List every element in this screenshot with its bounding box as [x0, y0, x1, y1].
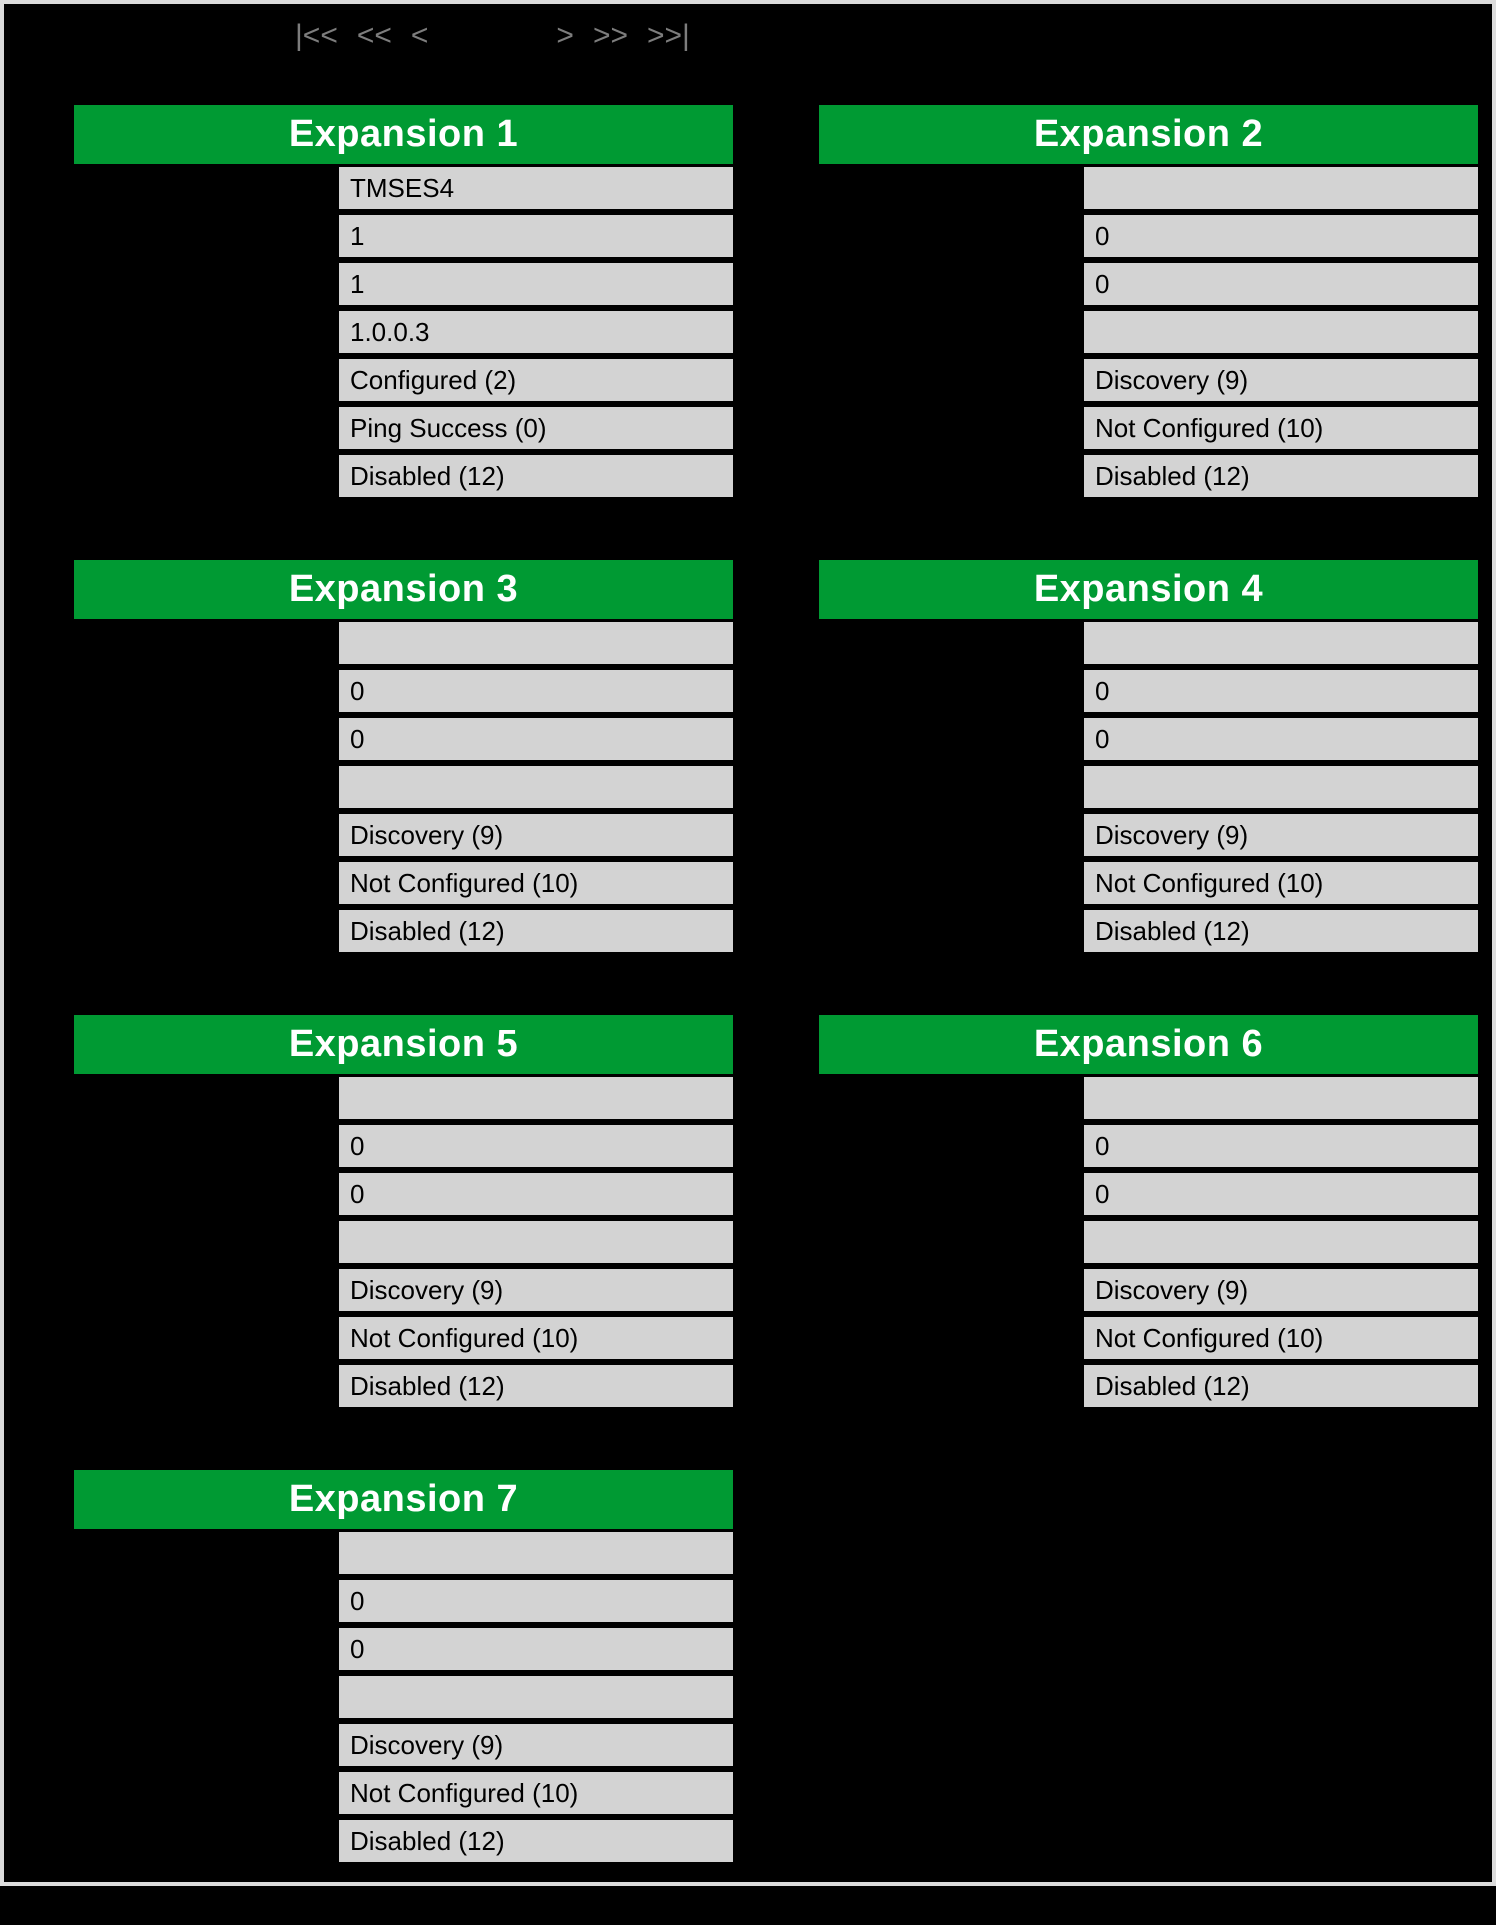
panel-header: Expansion 1 [74, 105, 733, 164]
panel-row-value: 0 [1084, 1125, 1478, 1167]
panel-row-value: Discovery (9) [1084, 1269, 1478, 1311]
pagination-controls: |<< << < > >> >>| [295, 18, 690, 54]
panel-row-value: Not Configured (10) [339, 862, 733, 904]
panel-row-value: 1 [339, 215, 733, 257]
panel-title: Expansion 2 [1033, 113, 1264, 155]
panel-row-value: Disabled (12) [339, 455, 733, 497]
panel-row-value: 1 [339, 263, 733, 305]
panel-row-value: TMSES4 [339, 167, 733, 209]
panel-row-value [339, 1077, 733, 1119]
panel-row-value: Configured (2) [339, 359, 733, 401]
next-page-button[interactable]: > [556, 19, 574, 52]
panel-header: Expansion 5 [74, 1015, 733, 1074]
panel-row-value: 0 [339, 670, 733, 712]
panel-title: Expansion 7 [288, 1478, 519, 1520]
panel-row-value [339, 1221, 733, 1263]
panel-row-value: Discovery (9) [339, 1724, 733, 1766]
panel-row-value: Disabled (12) [1084, 455, 1478, 497]
fast-prev-page-button[interactable]: << [356, 19, 392, 52]
expansion-status-page: { "pager": { "first_label": "|<<", "fast… [0, 0, 1496, 1886]
first-page-button[interactable]: |<< [295, 19, 338, 52]
panel-row-value: 0 [1084, 263, 1478, 305]
panel-row-value [339, 766, 733, 808]
panel-row-value [1084, 622, 1478, 664]
panel-row-value: 0 [339, 1173, 733, 1215]
panel-row-value: 1.0.0.3 [339, 311, 733, 353]
fast-next-page-button[interactable]: >> [592, 19, 628, 52]
panel-header: Expansion 7 [74, 1470, 733, 1529]
panel-header: Expansion 2 [819, 105, 1478, 164]
panel-row-value [1084, 766, 1478, 808]
panel-row-value: Disabled (12) [339, 1365, 733, 1407]
panel-row-value: 0 [339, 1580, 733, 1622]
panel-row-value: Ping Success (0) [339, 407, 733, 449]
last-page-button[interactable]: >>| [647, 19, 690, 52]
panel-row-value [339, 1532, 733, 1574]
panel-header: Expansion 4 [819, 560, 1478, 619]
panel-row-value [1084, 311, 1478, 353]
panel-row-value: 0 [1084, 718, 1478, 760]
panel-title: Expansion 3 [288, 568, 519, 610]
panel-row-value: Discovery (9) [339, 814, 733, 856]
panel-row-value [339, 1676, 733, 1718]
panel-header: Expansion 3 [74, 560, 733, 619]
panel-row-value: Discovery (9) [1084, 814, 1478, 856]
panel-title: Expansion 5 [288, 1023, 519, 1065]
panel-row-value: Not Configured (10) [339, 1317, 733, 1359]
panel-title: Expansion 6 [1033, 1023, 1264, 1065]
panel-row-value: Discovery (9) [1084, 359, 1478, 401]
panel-row-value: Disabled (12) [1084, 910, 1478, 952]
panel-row-value [1084, 1077, 1478, 1119]
panel-row-value: 0 [1084, 215, 1478, 257]
panel-row-value: 0 [339, 1125, 733, 1167]
panel-row-value: Disabled (12) [339, 910, 733, 952]
panel-row-value: 0 [339, 1628, 733, 1670]
panel-row-value [1084, 1221, 1478, 1263]
panel-row-value: 0 [339, 718, 733, 760]
panel-row-value: Disabled (12) [339, 1820, 733, 1862]
panel-row-value: 0 [1084, 1173, 1478, 1215]
panel-row-value [339, 622, 733, 664]
prev-page-button[interactable]: < [410, 19, 429, 52]
panel-title: Expansion 1 [288, 113, 519, 155]
panel-row-value: Disabled (12) [1084, 1365, 1478, 1407]
panel-row-value: Not Configured (10) [339, 1772, 733, 1814]
panel-row-value: Not Configured (10) [1084, 407, 1478, 449]
panel-row-value: Not Configured (10) [1084, 862, 1478, 904]
pager-current-page-area [447, 18, 537, 54]
panel-header: Expansion 6 [819, 1015, 1478, 1074]
panel-row-value: Discovery (9) [339, 1269, 733, 1311]
panel-row-value [1084, 167, 1478, 209]
panel-row-value: 0 [1084, 670, 1478, 712]
panel-title: Expansion 4 [1033, 568, 1264, 610]
panel-row-value: Not Configured (10) [1084, 1317, 1478, 1359]
